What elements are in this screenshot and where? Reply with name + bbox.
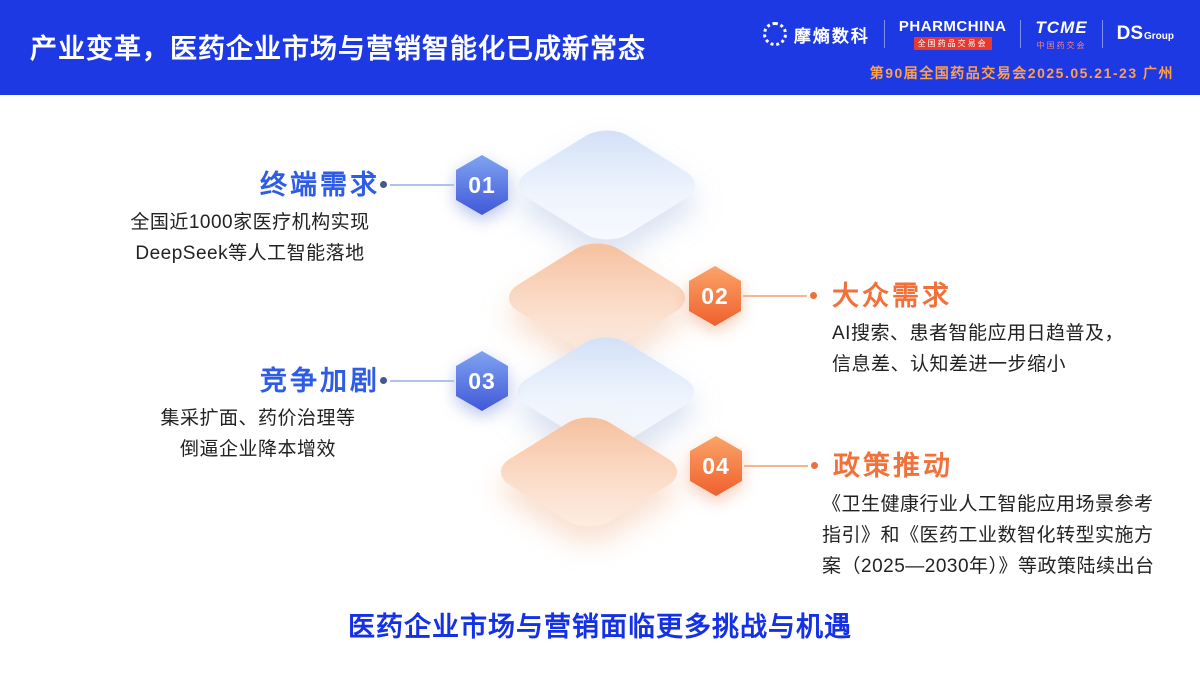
- step-number-02: 02: [689, 266, 741, 326]
- pharmchina-logo: PHARMCHINA 全国药品交易会: [899, 18, 1007, 50]
- step-number-01: 01: [456, 155, 508, 215]
- step-body-line: 案（2025—2030年）》等政策陆续出台: [822, 556, 1155, 577]
- footer-headline: 医药企业市场与营销面临更多挑战与机遇: [348, 612, 852, 642]
- step-label-02: 大众需求: [832, 281, 952, 311]
- header-bar: 产业变革，医药企业市场与营销智能化已成新常态 摩熵数科 PHARMCHINA 全…: [0, 0, 1200, 95]
- mojing-logo-icon: [762, 22, 787, 46]
- diamond-shape-4: [488, 401, 690, 543]
- logo-divider: [1020, 20, 1022, 48]
- event-info: 第90届全国药品交易会2025.05.21-23 广州: [869, 65, 1174, 81]
- step-body-line: 《卫生健康行业人工智能应用场景参考: [822, 494, 1154, 515]
- tcme-logo-subtitle: 中国药交会: [1036, 40, 1087, 50]
- step-number-04: 04: [690, 436, 742, 496]
- step-body-01: 全国近1000家医疗机构实现 DeepSeek等人工智能落地: [100, 207, 400, 269]
- step-number-03: 03: [456, 351, 508, 411]
- logo-row: 摩熵数科 PHARMCHINA 全国药品交易会 TCME 中国药交会 DS Gr…: [762, 14, 1174, 54]
- step-body-line: DeepSeek等人工智能落地: [135, 243, 365, 264]
- step-body-03: 集采扩面、药价治理等 倒逼企业降本增效: [110, 403, 406, 465]
- page-title: 产业变革，医药企业市场与营销智能化已成新常态: [30, 34, 646, 64]
- step-body-line: 全国近1000家医疗机构实现: [130, 212, 370, 233]
- connector-line-03: [380, 377, 454, 384]
- logo-divider: [883, 20, 885, 48]
- step-body-line: 倒逼企业降本增效: [179, 439, 336, 460]
- mojing-logo-text: 摩熵数科: [793, 26, 870, 46]
- connector-dot-02: [810, 292, 817, 299]
- tcme-logo-text: TCME: [1035, 17, 1088, 37]
- connector-line-01: [380, 181, 454, 188]
- connector-dot-01: [380, 181, 387, 188]
- step-label-04: 政策推动: [833, 451, 953, 481]
- connector-line-02: [743, 292, 817, 299]
- ds-logo: DS Group: [1117, 23, 1174, 45]
- step-label-01: 终端需求: [260, 170, 380, 200]
- logo-divider: [1101, 20, 1103, 48]
- step-body-line: 集采扩面、药价治理等: [160, 408, 356, 429]
- connector-dot-03: [380, 377, 387, 384]
- step-body-line: AI搜索、患者智能应用日趋普及，: [832, 323, 1124, 344]
- step-body-02: AI搜索、患者智能应用日趋普及， 信息差、认知差进一步缩小: [832, 318, 1162, 380]
- pharmchina-logo-subtitle: 全国药品交易会: [913, 37, 992, 50]
- step-body-line: 信息差、认知差进一步缩小: [832, 354, 1067, 375]
- pharmchina-logo-text: PHARMCHINA: [898, 18, 1007, 35]
- connector-dot-04: [811, 462, 818, 469]
- step-label-03: 竞争加剧: [260, 366, 380, 396]
- mojing-logo: 摩熵数科: [762, 22, 870, 47]
- connector-line-04: [744, 462, 818, 469]
- step-body-04: 《卫生健康行业人工智能应用场景参考 指引》和《医药工业数智化转型实施方 案（20…: [822, 489, 1177, 582]
- step-body-line: 指引》和《医药工业数智化转型实施方: [822, 525, 1154, 546]
- tcme-logo: TCME 中国药交会: [1035, 18, 1087, 51]
- ds-logo-subtitle: Group: [1144, 31, 1174, 42]
- ds-logo-text: DS: [1116, 23, 1143, 44]
